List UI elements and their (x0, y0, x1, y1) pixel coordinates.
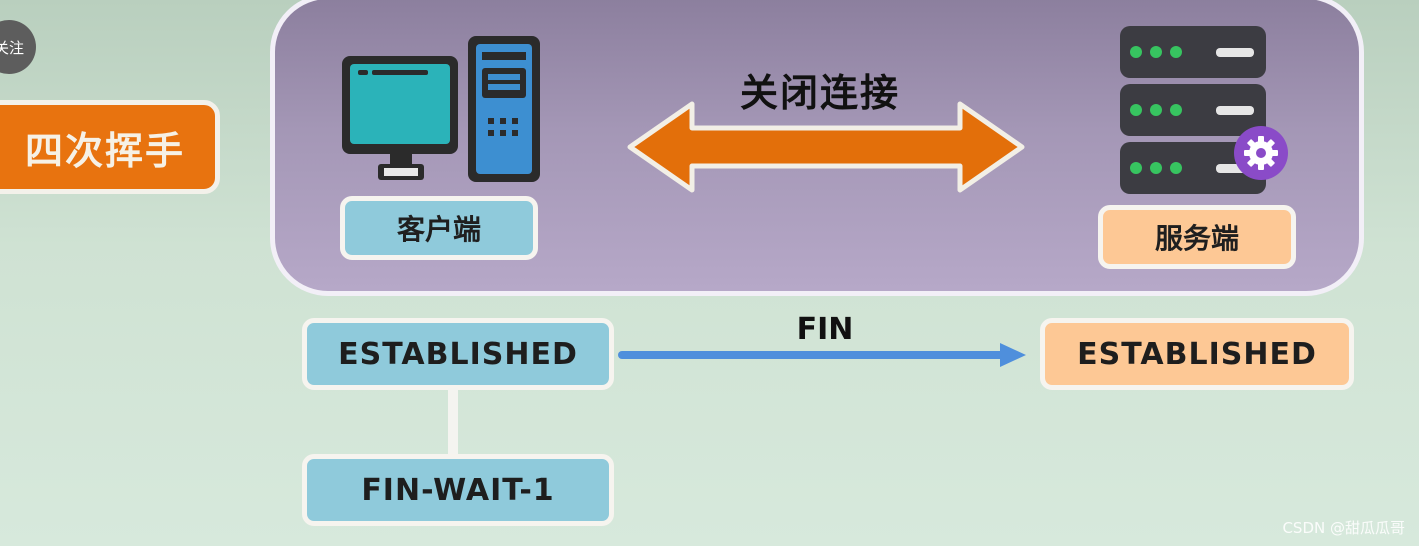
message-label: FIN (796, 312, 854, 347)
client-state-fin-wait-1: FIN-WAIT-1 (302, 454, 614, 526)
watermark: CSDN @甜瓜瓜哥 (1282, 519, 1405, 537)
state-connector (448, 388, 458, 458)
client-state-established: ESTABLISHED (302, 318, 614, 390)
desktop-computer-icon (342, 36, 540, 182)
section-tag: 四次挥手 (0, 100, 220, 194)
gear-icon (1234, 126, 1288, 180)
action-title: 关闭连接 (739, 71, 900, 115)
server-label: 服务端 (1098, 205, 1296, 269)
fin-arrow (618, 343, 1026, 367)
follow-label: 关注 (0, 38, 24, 57)
server-rack-icon (1120, 26, 1266, 194)
follow-button[interactable]: 关注 (0, 20, 36, 74)
double-arrow-icon (627, 101, 1025, 193)
client-label: 客户端 (340, 196, 538, 260)
server-state-established: ESTABLISHED (1040, 318, 1354, 390)
